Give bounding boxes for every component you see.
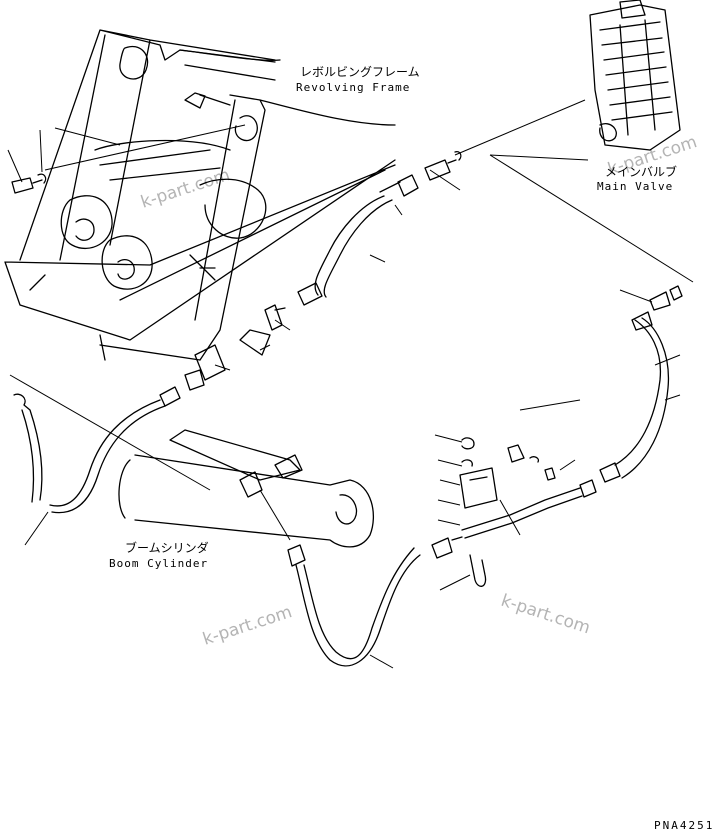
left-hose	[9, 374, 211, 546]
watermark-4: k-part.com	[498, 591, 592, 639]
frame-bolts	[7, 124, 246, 194]
pipe-bracket	[184, 304, 291, 391]
right-pipe-assembly	[434, 285, 683, 591]
figure-code: PNA4251	[654, 819, 714, 832]
main-valve-label-en: Main Valve	[597, 180, 673, 193]
main-valve	[589, 0, 681, 151]
lower-hose	[287, 536, 463, 669]
revolving-frame-label-en: Revolving Frame	[296, 81, 410, 94]
watermark-3: k-part.com	[200, 602, 294, 650]
revolving-frame-label-jp: レボルビングフレーム	[300, 65, 420, 79]
main-valve-label-jp: メインバルブ	[605, 164, 677, 179]
revolving-frame	[4, 29, 396, 361]
boom-cylinder-label-jp: ブームシリンダ	[125, 540, 209, 555]
upper-hose	[297, 99, 694, 306]
boom-cylinder-label-en: Boom Cylinder	[109, 557, 208, 570]
boom-cylinder	[118, 429, 374, 548]
